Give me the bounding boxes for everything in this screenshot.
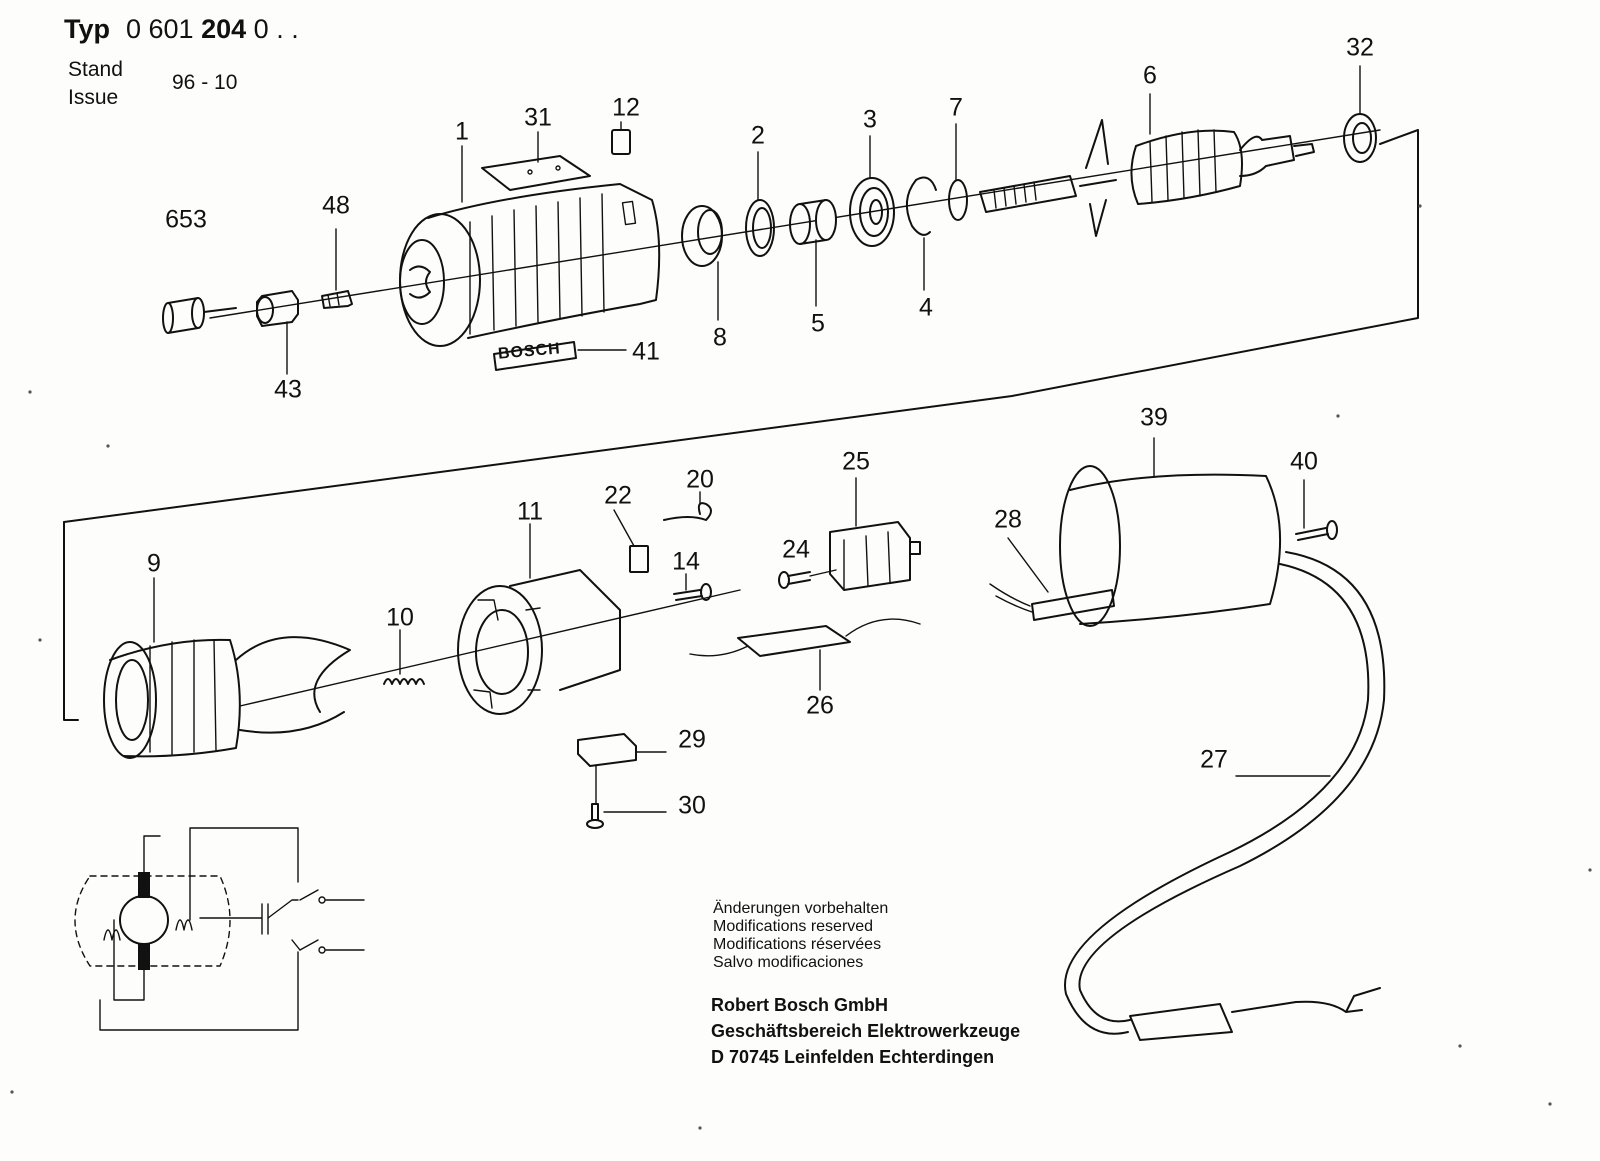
part-label-1: 1	[455, 117, 469, 146]
part-label-29: 29	[678, 725, 706, 754]
part-label-4: 4	[919, 293, 933, 322]
model-bold: 204	[201, 14, 247, 44]
part-label-7: 7	[949, 93, 963, 122]
part-41-drawing	[493, 341, 627, 371]
part-48-drawing	[321, 228, 353, 309]
company-block: Robert Bosch GmbH Geschäftsbereich Elekt…	[711, 992, 1020, 1070]
notice-de: Änderungen vorbehalten	[713, 900, 889, 917]
part-label-31: 31	[524, 103, 552, 132]
part-6-drawing	[979, 93, 1315, 237]
part-31-drawing	[481, 131, 591, 191]
part-30-drawing	[586, 803, 667, 829]
part-label-3: 3	[863, 105, 877, 134]
part-label-10: 10	[386, 603, 414, 632]
part-14-drawing	[673, 573, 712, 601]
part-label-653: 653	[165, 205, 207, 234]
part-10-drawing	[383, 629, 425, 685]
modifications-notice: Änderungen vorbehalten Modifications res…	[713, 900, 888, 972]
stand-label: Stand	[68, 58, 123, 81]
part-label-41: 41	[632, 337, 660, 366]
wiring-schematic	[74, 827, 365, 1031]
part-27-drawing	[1064, 551, 1386, 1041]
part-label-27: 27	[1200, 745, 1228, 774]
part-label-30: 30	[678, 791, 706, 820]
part-4-drawing	[905, 176, 937, 291]
part-label-12: 12	[612, 93, 640, 122]
part-28-drawing	[989, 537, 1115, 621]
part-label-14: 14	[672, 547, 700, 576]
part-label-11: 11	[517, 497, 543, 526]
lower-axis	[239, 589, 741, 707]
part-label-6: 6	[1143, 61, 1157, 90]
part-39-drawing	[1059, 437, 1281, 627]
lower-panel-outline	[63, 521, 79, 721]
part-label-28: 28	[994, 505, 1022, 534]
model-suffix: 0 . .	[253, 14, 299, 44]
issue-label: Issue	[68, 86, 119, 109]
part-5-drawing	[789, 199, 837, 307]
part-label-39: 39	[1140, 403, 1168, 432]
part-9-drawing	[103, 577, 351, 759]
part-label-8: 8	[713, 323, 727, 352]
stand-issue-labels: Stand Issue	[68, 56, 123, 112]
part-24-drawing	[778, 569, 837, 589]
part-32-drawing	[1343, 65, 1377, 163]
company-name: Robert Bosch GmbH	[711, 995, 889, 1015]
part-label-48: 48	[322, 191, 350, 220]
part-3-drawing	[849, 135, 895, 247]
part-22-drawing	[613, 509, 649, 573]
part-label-24: 24	[782, 535, 810, 564]
part-11-drawing	[457, 523, 621, 715]
typ-label: Typ	[64, 14, 110, 44]
part-label-20: 20	[686, 465, 714, 494]
part-label-22: 22	[604, 481, 632, 510]
notice-es: Salvo modificaciones	[713, 954, 864, 971]
part-label-40: 40	[1290, 447, 1318, 476]
part-label-26: 26	[806, 691, 834, 720]
part-653-drawing	[162, 297, 237, 334]
part-29-drawing	[577, 733, 667, 805]
part-20-drawing	[663, 491, 712, 521]
part-8-drawing	[681, 205, 723, 321]
part-1-drawing	[399, 145, 661, 347]
upper-axis	[209, 129, 1381, 319]
part-label-5: 5	[811, 309, 825, 338]
part-label-25: 25	[842, 447, 870, 476]
part-43-drawing	[256, 290, 299, 375]
notice-en: Modifications reserved	[713, 918, 874, 935]
part-label-43: 43	[274, 375, 302, 404]
part-40-drawing	[1295, 479, 1338, 541]
part-label-9: 9	[147, 549, 161, 578]
notice-fr: Modifications réservées	[713, 936, 882, 953]
upper-panel-outline	[63, 129, 1419, 523]
part-7-drawing	[948, 123, 968, 221]
company-address: D 70745 Leinfelden Echterdingen	[711, 1047, 995, 1067]
part-label-32: 32	[1346, 33, 1374, 62]
part-12-drawing	[611, 121, 631, 155]
company-division: Geschäftsbereich Elektrowerkzeuge	[711, 1021, 1021, 1041]
part-26-drawing	[689, 618, 921, 691]
model-prefix: 0 601	[126, 14, 194, 44]
issue-date: 96 - 10	[172, 71, 238, 94]
part-25-drawing	[829, 477, 921, 591]
type-number: Typ 0 601 204 0 . .	[64, 16, 299, 43]
part-2-drawing	[745, 151, 775, 257]
part-label-2: 2	[751, 121, 765, 150]
